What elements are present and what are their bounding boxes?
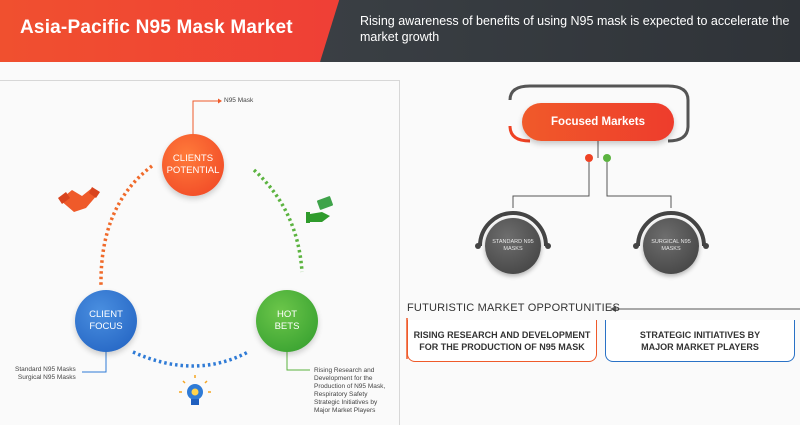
note-line: Respiratory Safety <box>314 391 368 398</box>
opportunity-research-line1: RISING RESEARCH AND DEVELOPMENT <box>413 329 591 340</box>
note-line: Rising Research and <box>314 367 375 374</box>
focused-markets-pill: Focused Markets <box>522 103 674 141</box>
focus-note-connector <box>82 352 107 373</box>
note-line: Development for the <box>314 375 373 382</box>
hotbets-note-connector <box>286 352 310 371</box>
ring-surgical <box>636 211 706 247</box>
ring-dot <box>545 243 551 249</box>
page-subtitle: Rising awareness of benefits of using N9… <box>360 14 790 44</box>
ring-standard <box>478 211 548 247</box>
header-banner: Asia-Pacific N95 Mask Market Rising awar… <box>0 0 800 62</box>
market-surgical-line2: MASKS <box>661 246 681 252</box>
note-line: Production of N95 Mask, <box>314 383 386 390</box>
opportunity-strategic-line2: MAJOR MARKET PLAYERS <box>641 341 759 352</box>
opportunities-arrowhead <box>610 306 616 312</box>
arc-focus-to-hotbets <box>132 350 249 368</box>
left-panel-frame <box>0 80 400 425</box>
connector-surgical <box>606 162 672 208</box>
market-standard-line1: STANDARD N95 <box>492 239 534 245</box>
client-focus-note: Standard N95 Masks Surgical N95 Masks <box>15 366 76 382</box>
page-title: Asia-Pacific N95 Mask Market <box>20 17 293 38</box>
subtitle-band <box>320 0 800 62</box>
ring-dot <box>633 243 639 249</box>
note-line: Surgical N95 Masks <box>17 374 76 381</box>
note-line: Major Market Players <box>314 407 376 414</box>
note-line: Standard N95 Masks <box>15 366 76 373</box>
hot-bets-line1: HOT <box>276 309 298 320</box>
clients-note-connector <box>192 100 218 134</box>
connector-standard <box>512 162 590 208</box>
client-focus-line1: CLIENT <box>89 309 123 320</box>
market-surgical-line1: SURGICAL N95 <box>651 239 691 245</box>
clients-potential-line2: POTENTIAL <box>166 165 220 176</box>
market-standard-line2: MASKS <box>503 246 523 252</box>
connector-dot-green <box>603 154 611 162</box>
clients-potential-note: N95 Mask <box>224 97 254 104</box>
hot-bets-line2: BETS <box>274 321 300 332</box>
handshake-icon <box>58 187 100 212</box>
ring-dot <box>703 243 709 249</box>
opportunities-title: FUTURISTIC MARKET OPPORTUNITIES <box>407 302 620 314</box>
money-hand-icon <box>306 196 334 223</box>
hot-bets-note: Rising Research and Development for the … <box>314 367 385 415</box>
opportunity-strategic-line1: STRATEGIC INITIATIVES BY <box>639 329 761 340</box>
note-line: Strategic Initiatives by <box>314 399 378 406</box>
arc-clients-to-focus <box>99 164 154 286</box>
arc-clients-to-hotbets <box>252 168 304 273</box>
focused-markets-frame-accent <box>508 125 531 143</box>
ring-dot <box>475 243 481 249</box>
connector-dot-red <box>585 154 593 162</box>
clients-note-arrowhead <box>218 98 222 104</box>
opportunity-research-line2: FOR THE PRODUCTION OF N95 MASK <box>419 341 585 352</box>
clients-potential-line1: CLIENTS <box>172 153 214 164</box>
title-band <box>0 0 348 62</box>
client-focus-line2: FOCUS <box>89 321 123 332</box>
focused-markets-frame <box>508 84 690 143</box>
lightbulb-icon <box>179 375 211 405</box>
